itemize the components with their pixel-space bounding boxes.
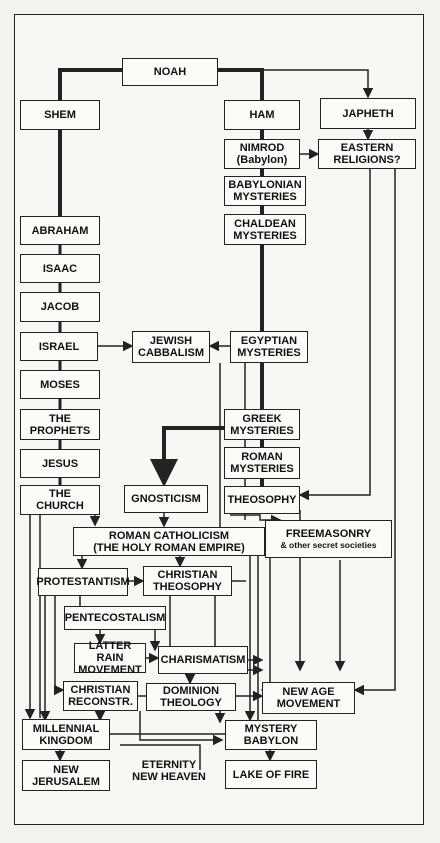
node-eastern-religions: EASTERN RELIGIONS? — [318, 139, 416, 169]
node-japheth: JAPHETH — [320, 98, 416, 129]
node-new-jerusalem: NEW JERUSALEM — [22, 760, 110, 791]
freemasonry-label: FREEMASONRY — [285, 528, 372, 540]
node-protestantism: PROTESTANTISM — [36, 568, 130, 596]
node-mystery-babylon: MYSTERY BABYLON — [225, 720, 317, 750]
node-the-church: THE CHURCH — [20, 485, 100, 515]
node-jewish-cabbalism: JEWISH CABBALISM — [132, 331, 210, 363]
node-moses: MOSES — [20, 370, 100, 399]
node-shem: SHEM — [20, 100, 100, 130]
node-christian-theosophy: CHRISTIAN THEOSOPHY — [143, 566, 232, 596]
node-millennial-kingdom: MILLENNIAL KINGDOM — [22, 719, 110, 750]
node-pentecostalism: PENTECOSTALISM — [64, 606, 166, 630]
node-babylonian-mysteries: BABYLONIAN MYSTERIES — [224, 176, 306, 206]
node-nimrod: NIMROD (Babylon) — [224, 139, 300, 169]
node-latter-rain-movement: LATTER RAIN MOVEMENT — [74, 640, 146, 676]
node-noah: NOAH — [122, 58, 218, 86]
node-eternity-new-heaven: ETERNITY NEW HEAVEN — [132, 759, 206, 783]
node-egyptian-mysteries: EGYPTIAN MYSTERIES — [230, 331, 308, 363]
node-abraham: ABRAHAM — [20, 216, 100, 245]
node-jesus: JESUS — [20, 449, 100, 478]
freemasonry-sublabel: & other secret societies — [280, 540, 377, 550]
node-greek-mysteries: GREEK MYSTERIES — [224, 409, 300, 440]
node-israel: ISRAEL — [20, 332, 98, 361]
node-theosophy: THEOSOPHY — [224, 486, 300, 514]
node-roman-catholicism: ROMAN CATHOLICISM (THE HOLY ROMAN EMPIRE… — [73, 527, 265, 556]
node-ham: HAM — [224, 100, 300, 130]
node-new-age-movement: NEW AGE MOVEMENT — [262, 682, 355, 714]
line-noah-japheth — [262, 69, 374, 99]
node-chaldean-mysteries: CHALDEAN MYSTERIES — [224, 214, 306, 245]
line-noah-shem — [58, 68, 122, 100]
node-roman-mysteries: ROMAN MYSTERIES — [224, 447, 300, 479]
node-charismatism: CHARISMATISM — [158, 646, 248, 674]
node-lake-of-fire: LAKE OF FIRE — [225, 760, 317, 789]
node-dominion-theology: DOMINION THEOLOGY — [146, 683, 236, 711]
line-noah-ham — [218, 68, 264, 100]
node-gnosticism: GNOSTICISM — [124, 485, 208, 513]
node-jacob: JACOB — [20, 292, 100, 322]
node-christian-reconstr: CHRISTIAN RECONSTR. — [63, 681, 138, 711]
node-the-prophets: THE PROPHETS — [20, 409, 100, 440]
node-isaac: ISAAC — [20, 254, 100, 283]
node-freemasonry: FREEMASONRY & other secret societies — [265, 520, 392, 558]
